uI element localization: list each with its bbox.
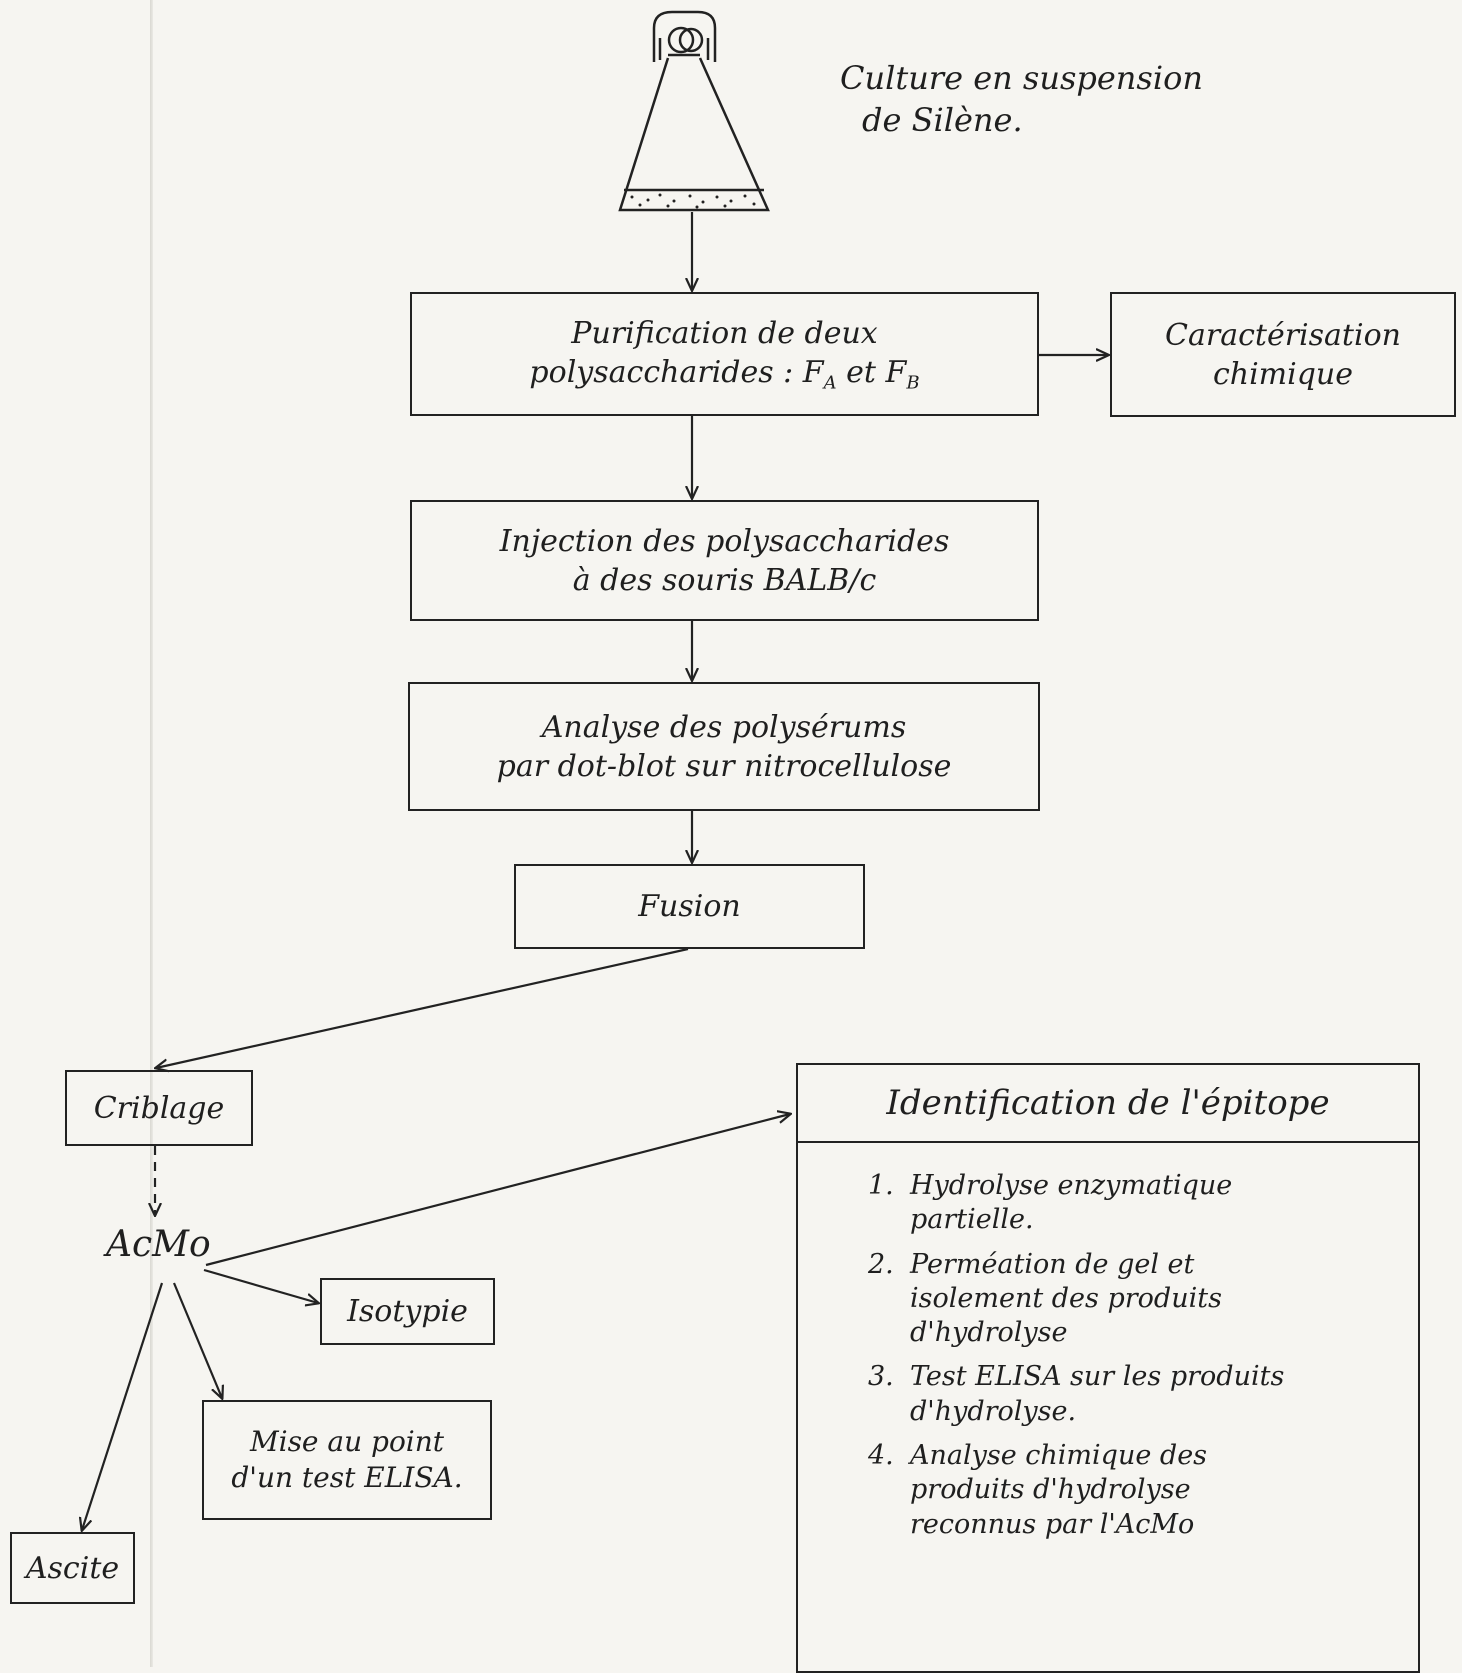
arrow-acmo-to-epitope (205, 1114, 790, 1267)
fusion-box: Fusion (514, 864, 865, 949)
elisa-setup-line-1: Mise au point (249, 1424, 445, 1458)
isotyping-label: Isotypie (347, 1294, 468, 1329)
purification-fa-subscript: A (823, 371, 837, 393)
purification-line-1: Purification de deux (571, 315, 878, 351)
arrow-acmo-to-ascites (82, 1282, 164, 1530)
analysis-line-1: Analyse des polysérums (541, 709, 907, 745)
purification-fb-text: et F (846, 354, 907, 390)
epitope-step-number: 2. (868, 1248, 894, 1280)
epitope-step-line: isolement des produits (910, 1282, 1222, 1314)
injection-box: Injection des polysaccharides à des sour… (410, 500, 1039, 621)
epitope-step: 2. Perméation de gel et isolement des pr… (868, 1248, 1398, 1351)
analysis-box: Analyse des polysérums par dot-blot sur … (408, 682, 1040, 811)
analysis-line-2: par dot-blot sur nitrocellulose (496, 748, 952, 784)
epitope-step-line: partielle. (910, 1204, 1034, 1236)
epitope-step-line: d'hydrolyse. (910, 1395, 1077, 1427)
purification-fb-subscript: B (906, 371, 920, 393)
injection-line-2: à des souris BALB/c (572, 562, 877, 598)
epitope-step-number: 1. (868, 1170, 894, 1201)
isotyping-box: Isotypie (320, 1278, 495, 1345)
epitope-step-text: Perméation de gel et isolement des produ… (910, 1248, 1222, 1351)
epitope-step-line: Hydrolyse enzymatique (910, 1170, 1233, 1201)
injection-line-1: Injection des polysaccharides (499, 523, 950, 559)
epitope-step-line: Perméation de gel et (910, 1248, 1195, 1280)
screening-label: Criblage (93, 1090, 225, 1126)
epitope-step-number: 4. (868, 1439, 894, 1471)
epitope-steps-list: 1. Hydrolyse enzymatique partielle. 2. P… (798, 1143, 1418, 1542)
culture-label-line-2: de Silène. (862, 100, 1023, 139)
arrow-acmo-to-elisa (172, 1282, 222, 1398)
elisa-setup-line-2: d'un test ELISA. (231, 1461, 463, 1494)
arrow-acmo-to-isotyping (203, 1268, 318, 1303)
fusion-label: Fusion (638, 889, 741, 924)
epitope-step-text: Analyse chimique des produits d'hydrolys… (910, 1439, 1207, 1542)
ascites-label: Ascite (25, 1550, 120, 1586)
characterization-box: Caractérisation chimique (1110, 292, 1456, 417)
screening-box: Criblage (65, 1070, 253, 1146)
arrow-fusion-to-screening (156, 947, 689, 1068)
characterization-line-1: Caractérisation (1165, 317, 1401, 353)
culture-label-line-1: Culture en suspension (840, 59, 1203, 97)
purification-line-2: polysaccharides : FA et FB (529, 353, 919, 395)
epitope-step: 1. Hydrolyse enzymatique partielle. (868, 1169, 1398, 1238)
epitope-panel-title: Identification de l'épitope (798, 1065, 1418, 1143)
culture-label: Culture en suspension de Silène. (840, 58, 1203, 141)
epitope-step-text: Hydrolyse enzymatique partielle. (910, 1169, 1232, 1238)
epitope-step-text: Test ELISA sur les produits d'hydrolyse. (910, 1360, 1284, 1429)
erlenmeyer-flask-icon (618, 10, 770, 212)
epitope-step-line: Analyse chimique des (910, 1439, 1208, 1471)
epitope-step-line: Test ELISA sur les produits (910, 1361, 1285, 1393)
epitope-identification-panel: Identification de l'épitope 1. Hydrolyse… (796, 1063, 1420, 1673)
epitope-step-line: produits d'hydrolyse (910, 1474, 1191, 1506)
acmo-text: AcMo (106, 1224, 211, 1265)
page-binding-edge (150, 0, 153, 1667)
epitope-step-number: 3. (868, 1361, 894, 1393)
epitope-step-line: reconnus par l'AcMo (910, 1508, 1195, 1540)
elisa-setup-box: Mise au point d'un test ELISA. (202, 1400, 492, 1520)
purification-fa-text: polysaccharides : F (529, 354, 824, 390)
epitope-step: 4. Analyse chimique des produits d'hydro… (868, 1439, 1398, 1542)
epitope-step: 3. Test ELISA sur les produits d'hydroly… (868, 1360, 1398, 1429)
purification-box: Purification de deux polysaccharides : F… (410, 292, 1039, 416)
epitope-step-line: d'hydrolyse (910, 1317, 1068, 1349)
acmo-label: AcMo (106, 1222, 211, 1269)
characterization-line-2: chimique (1212, 356, 1354, 392)
ascites-box: Ascite (10, 1532, 135, 1604)
